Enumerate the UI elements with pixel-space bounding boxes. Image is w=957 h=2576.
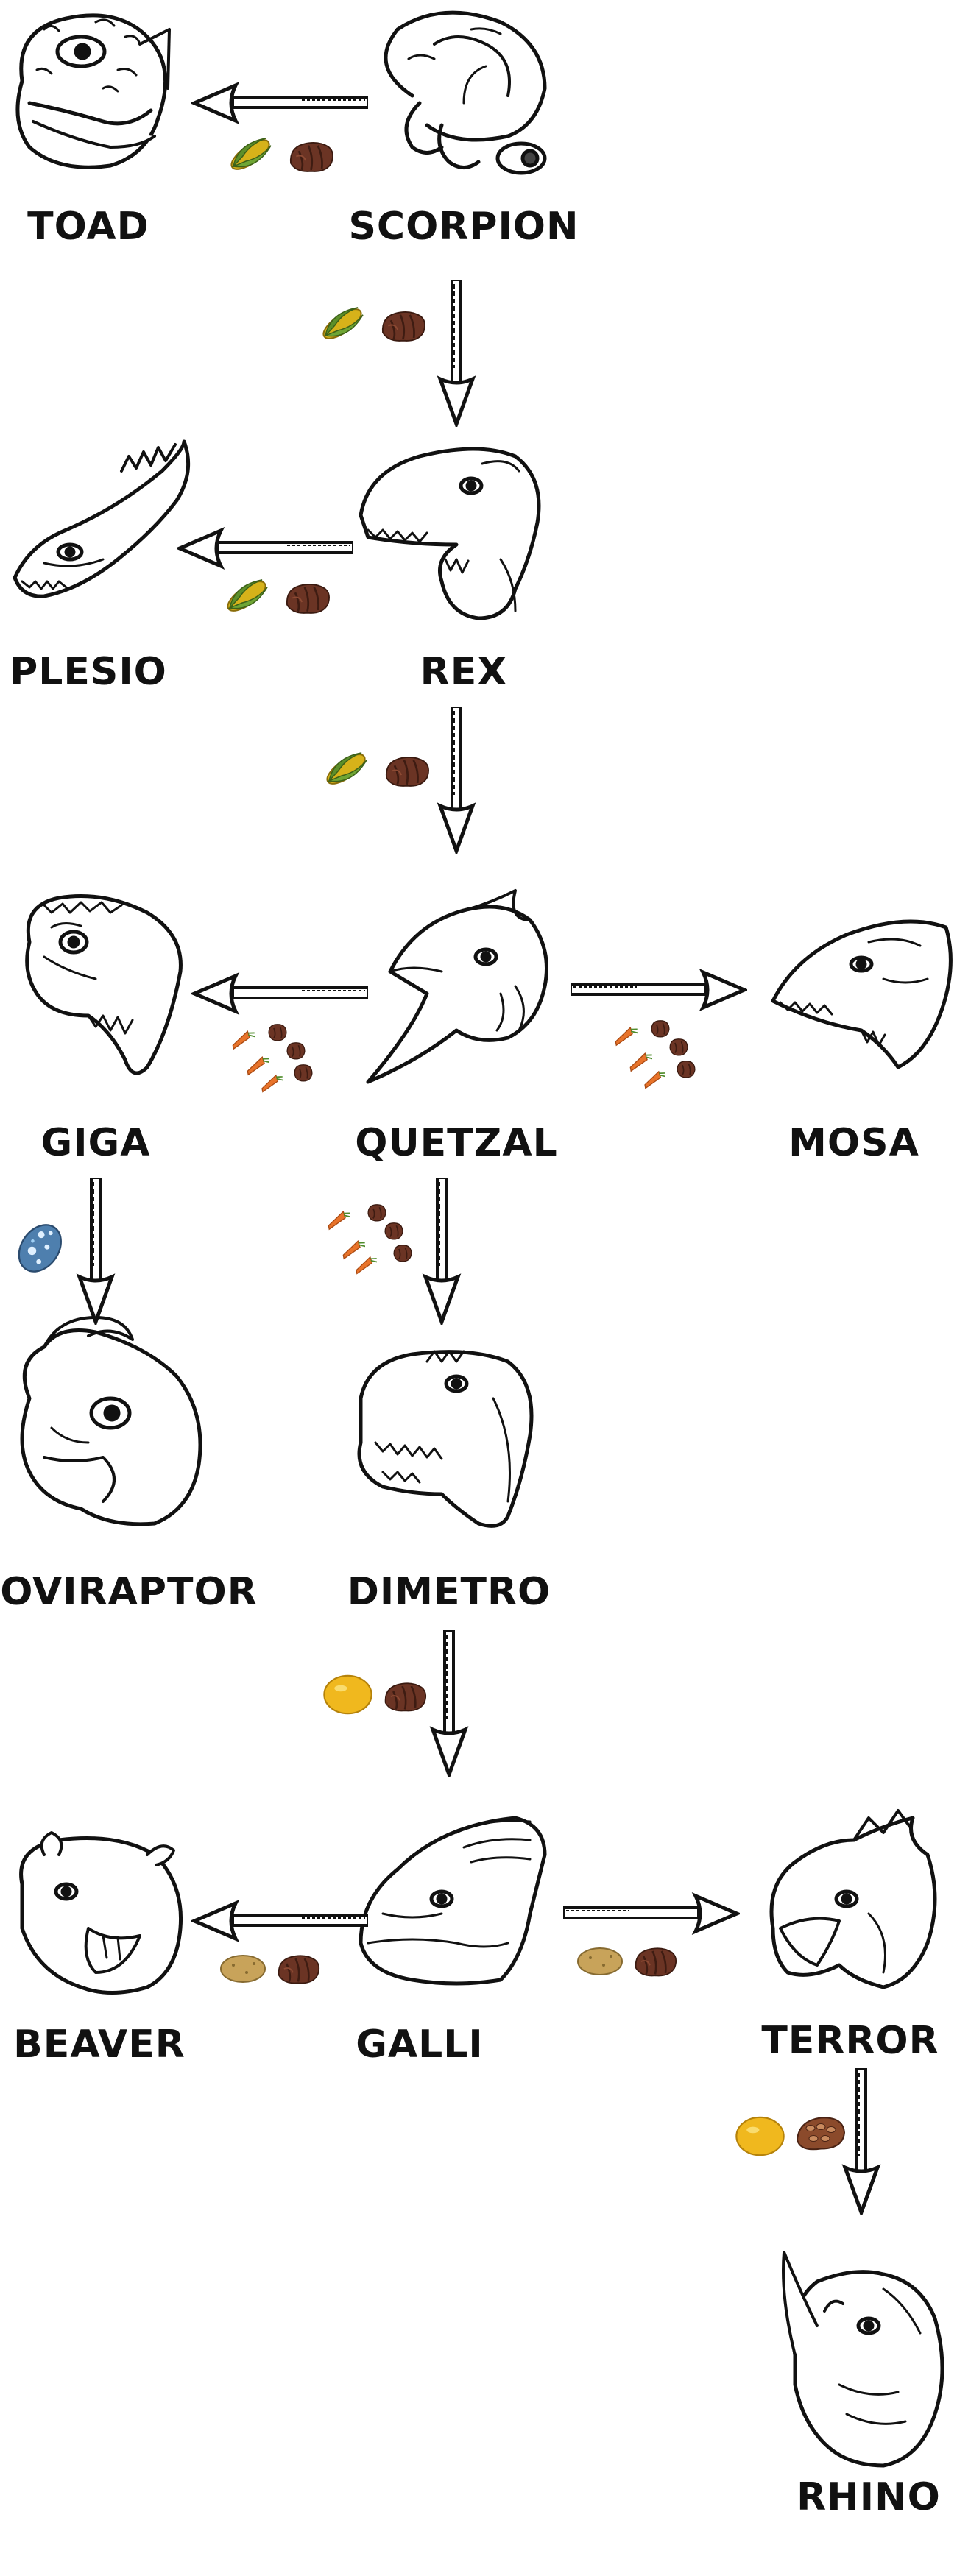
egg-icon: [15, 1218, 66, 1277]
giga-label: GIGA: [41, 1121, 151, 1165]
rhino-illustration: [782, 2251, 944, 2468]
carrots-and-meat-icon: [326, 1203, 412, 1278]
potato-icon: [220, 1955, 266, 1983]
arrow-scorpion-to-toad: [194, 85, 368, 121]
scorpion-illustration: [384, 10, 547, 175]
arrow-quetzal-to-mosa: [571, 972, 744, 1008]
quetzal-label: QUETZAL: [355, 1121, 558, 1165]
beaver-illustration: [19, 1831, 183, 1995]
toad-illustration: [15, 13, 171, 169]
meat-icon: [289, 141, 334, 173]
galli-illustration: [359, 1816, 547, 1986]
corn-icon: [222, 575, 271, 618]
corn-icon: [226, 133, 275, 176]
quetzal-illustration: [366, 889, 548, 1084]
arrow-giga-to-oviraptor: [80, 1178, 112, 1322]
oviraptor-label: OVIRAPTOR: [0, 1570, 258, 1614]
potato-icon: [577, 1947, 623, 1975]
galli-label: GALLI: [356, 2023, 484, 2067]
meat-icon: [278, 1954, 320, 1984]
plesio-label: PLESIO: [10, 650, 167, 694]
plesio-illustration: [13, 439, 191, 598]
terror-illustration: [769, 1809, 937, 1989]
meat-icon: [635, 1947, 677, 1977]
rex-illustration: [359, 447, 541, 620]
beaver-label: BEAVER: [13, 2023, 186, 2067]
arrow-quetzal-to-giga: [194, 976, 368, 1011]
dimetro-label: DIMETRO: [347, 1570, 551, 1614]
lemon-icon: [323, 1674, 372, 1715]
carrots-and-meat-icon: [230, 1023, 313, 1096]
meat-icon: [381, 311, 426, 342]
giga-illustration: [25, 894, 183, 1075]
arrow-scorpion-to-rex: [440, 280, 473, 424]
arrow-terror-to-rhino: [845, 2068, 877, 2212]
toad-label: TOAD: [27, 205, 149, 249]
carrots-and-meat-icon: [613, 1019, 696, 1092]
arrow-dimetro-to-galli: [433, 1630, 465, 1774]
rex-label: REX: [420, 650, 508, 694]
arrow-galli-to-terror: [563, 1896, 737, 1931]
corn-icon: [322, 748, 370, 790]
lemon-icon: [735, 2116, 785, 2156]
arrow-quetzal-to-dimetro: [425, 1178, 458, 1322]
corn-icon: [318, 302, 367, 345]
scorpion-label: SCORPION: [348, 205, 579, 249]
arrow-rex-to-plesio: [180, 531, 353, 566]
arrow-galli-to-beaver: [194, 1903, 368, 1939]
terror-label: TERROR: [761, 2019, 939, 2063]
mosa-label: MOSA: [788, 1121, 919, 1165]
meat-icon: [384, 1682, 427, 1712]
oviraptor-illustration: [20, 1316, 202, 1526]
mosa-illustration: [771, 919, 953, 1069]
dimetro-illustration: [357, 1350, 534, 1528]
cocoa-icon: [796, 2117, 846, 2151]
arrow-rex-to-quetzal: [440, 707, 473, 851]
meat-icon: [286, 583, 331, 615]
meat-icon: [385, 756, 430, 788]
rhino-label: RHINO: [797, 2475, 941, 2519]
